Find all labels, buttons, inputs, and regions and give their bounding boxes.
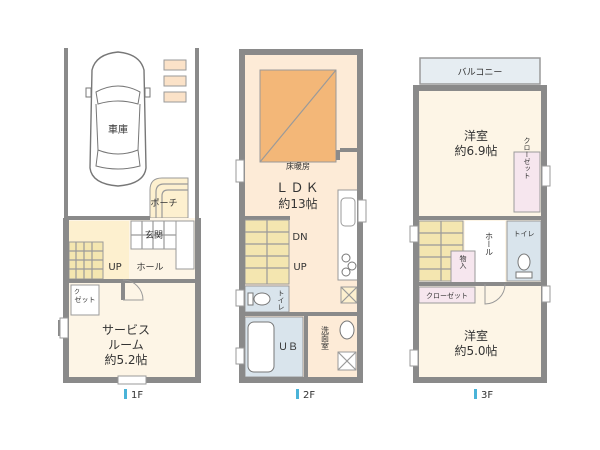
label-storage: 物入 (459, 254, 467, 269)
floor-heating-zone (259, 69, 337, 163)
label-1f-closet: ゼット (75, 295, 96, 304)
label-closet-a: クローゼット (523, 137, 531, 179)
room-label-western-b-1: 洋室 (464, 328, 488, 343)
label-closet-b: クローゼット (426, 291, 468, 300)
floor-2f: 床暖房 ＬＤＫ 約13帖 DN UP (235, 49, 367, 401)
shoe-cabinet (175, 220, 195, 270)
room-label-western-a-1: 洋室 (464, 128, 488, 143)
floor-label-3f: 3F (481, 390, 493, 401)
window-mark (357, 199, 367, 223)
room-label-3f-toilet: トイレ (514, 230, 535, 238)
room-label-1f-hall: ホール (136, 262, 163, 273)
floor-label-1f: 1F (131, 390, 143, 401)
room-label-service-1: サービス (102, 323, 150, 337)
room-label-washroom: 洗面室 (321, 325, 330, 350)
window-mark (541, 165, 551, 187)
parking-block (163, 75, 187, 87)
label-2f-up: UP (293, 262, 306, 273)
porch-steps (149, 177, 189, 219)
parking-block (163, 91, 187, 103)
toilet-icon (253, 292, 271, 306)
floor-label-2f: 2F (303, 390, 315, 401)
window-mark (541, 285, 551, 303)
car-icon (85, 51, 151, 187)
room-label-western-a-2: 約6.9帖 (454, 143, 497, 158)
room-label-ldk-2: 約13帖 (278, 196, 317, 211)
floor-1f: 車庫 ポーチ 玄 (58, 48, 201, 401)
window-mark (59, 317, 69, 339)
toilet-tank-icon (247, 292, 254, 306)
label-1f-closet-mark: ク (74, 289, 86, 296)
bathtub-icon (247, 321, 275, 373)
2f-stairs (244, 219, 290, 285)
room-label-western-b-2: 約5.0帖 (454, 343, 497, 358)
floor-3f: バルコニー 洋室 約6.9帖 クローゼット DN ホール 物入 トイレ (409, 57, 551, 401)
door-swing (122, 279, 144, 301)
sink-icon (340, 197, 356, 227)
entrance-tiles (131, 221, 176, 249)
room-label-ub: ＵＢ (278, 342, 298, 353)
parking-block (163, 59, 187, 71)
wash-basin-icon (339, 320, 355, 340)
room-label-ldk-1: ＬＤＫ (275, 181, 320, 196)
room-label-2f-toilet: トイレ (277, 290, 285, 311)
door-swing (484, 283, 506, 305)
room-label-porch: ポーチ (150, 198, 177, 209)
3f-closet-a (513, 151, 541, 213)
label-floor-heating: 床暖房 (286, 161, 310, 171)
label-2f-dn: DN (292, 232, 307, 243)
label-1f-up: UP (108, 262, 121, 273)
window-mark (117, 375, 147, 385)
floor-marker-1f (124, 389, 127, 399)
window-mark (235, 347, 245, 365)
3f-toilet-room (506, 220, 542, 282)
toilet-icon (517, 253, 531, 271)
stove-icon (341, 253, 357, 277)
balcony (419, 57, 541, 85)
window-mark (235, 159, 245, 183)
1f-stairs (68, 241, 104, 280)
room-label-service-2: ルーム (108, 338, 144, 352)
room-label-entrance: 玄関 (145, 229, 163, 241)
window-mark (235, 289, 245, 307)
room-label-3f-hall: ホール (485, 232, 494, 256)
room-label-service-3: 約5.2帖 (104, 352, 147, 367)
window-mark (409, 225, 419, 243)
window-mark (409, 349, 419, 367)
1f-closet (70, 284, 100, 316)
floor-marker-3f (474, 389, 477, 399)
toilet-tank-icon (515, 271, 533, 279)
room-label-garage: 車庫 (108, 123, 128, 136)
floor-marker-2f (296, 389, 299, 399)
room-label-balcony: バルコニー (458, 67, 503, 78)
